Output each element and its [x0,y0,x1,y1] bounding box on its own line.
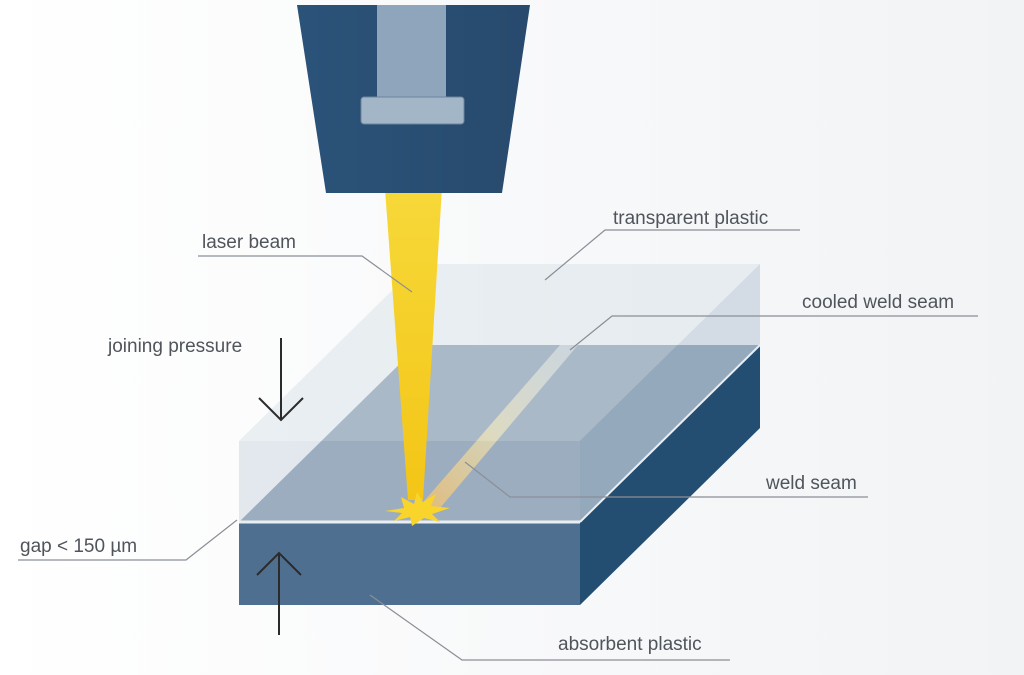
transparent-top-face [239,264,760,441]
label-joining-pressure: joining pressure [107,336,242,357]
nozzle-inner-tube [377,5,446,100]
absorbent-side-face [580,345,760,605]
laser-beam [380,122,446,500]
gap-line-side [579,344,761,523]
label-cooled-weld-seam: cooled weld seam [802,292,954,313]
leader-laser-beam [198,255,413,293]
leader-cooled-weld-seam [569,315,978,351]
absorbent-front-face [239,522,580,605]
laser-nozzle [297,5,530,193]
leader-absorbent-plastic [369,594,730,661]
label-gap: gap < 150 µm [20,536,137,557]
pressure-arrow-down [258,338,304,422]
label-absorbent-plastic: absorbent plastic [558,634,702,655]
label-weld-seam: weld seam [765,473,857,494]
leader-weld-seam [464,461,868,498]
leader-transparent-plastic [544,229,800,281]
transparent-side-face [580,264,760,522]
nozzle-collar [360,96,465,125]
leader-gap [18,519,238,561]
label-laser-beam: laser beam [202,232,296,253]
pressure-arrow-up [256,551,302,635]
label-transparent-plastic: transparent plastic [613,208,768,229]
hot-spot-star [385,492,450,526]
